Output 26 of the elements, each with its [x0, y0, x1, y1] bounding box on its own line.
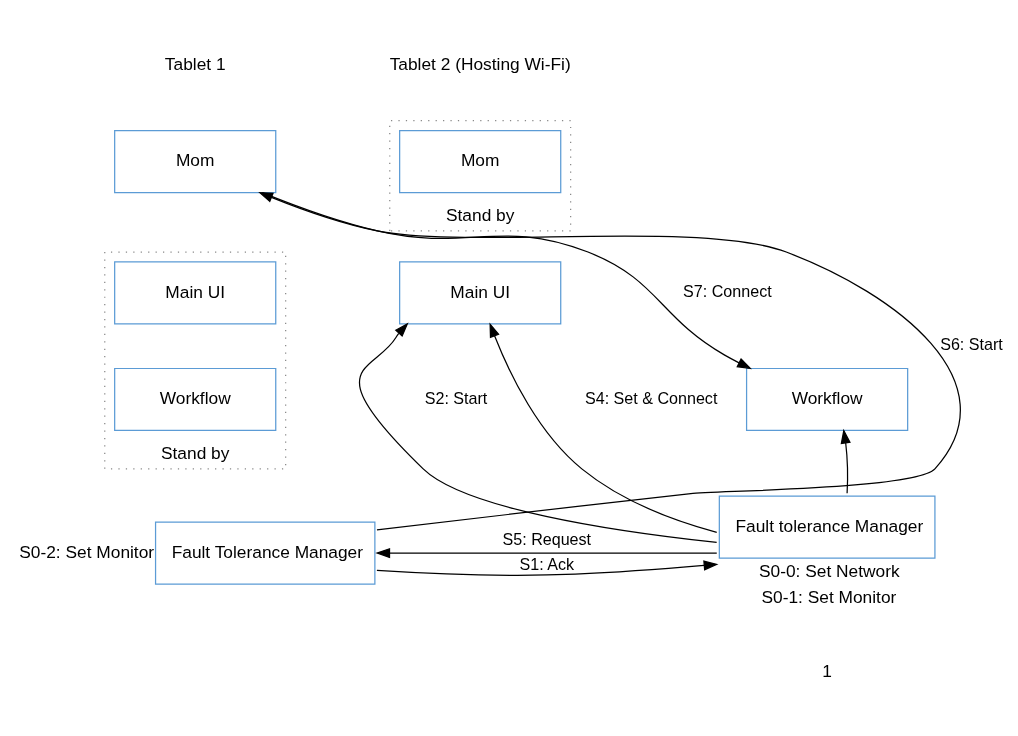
arrow	[840, 428, 851, 494]
node-label: S0-1: Set Monitor	[761, 586, 897, 607]
node-label: S0-0: Set Network	[758, 560, 900, 581]
arrow	[375, 547, 718, 558]
node-box: Main UI	[114, 260, 277, 324]
arrow	[376, 559, 719, 576]
node-box: Fault Tolerance Manager	[154, 521, 376, 585]
node-box: Fault tolerance Manager	[718, 495, 936, 559]
arrow	[489, 321, 718, 533]
node-box: Main UI	[399, 260, 562, 324]
edge-label: S6: Start	[940, 334, 1003, 353]
label: Tablet 1	[164, 53, 226, 74]
arrow	[258, 191, 961, 530]
edge-label: S2: Start	[424, 388, 488, 407]
node-box: Mom	[399, 129, 562, 193]
node-box: Mom	[114, 129, 277, 193]
edge-label: S1: Ack	[519, 554, 575, 573]
node-box: Workflow	[114, 367, 277, 431]
label: Tablet 2 (Hosting Wi-Fi)	[389, 53, 571, 74]
arrow	[359, 322, 718, 543]
node-label: S0-2: Set Monitor	[19, 541, 155, 562]
edge-label: S4: Set & Connect	[584, 388, 718, 407]
label: 1	[822, 660, 832, 681]
node-box: Workflow	[745, 367, 909, 431]
edge-label: S5: Request	[502, 529, 592, 548]
edge-label: S7: Connect	[683, 281, 772, 300]
